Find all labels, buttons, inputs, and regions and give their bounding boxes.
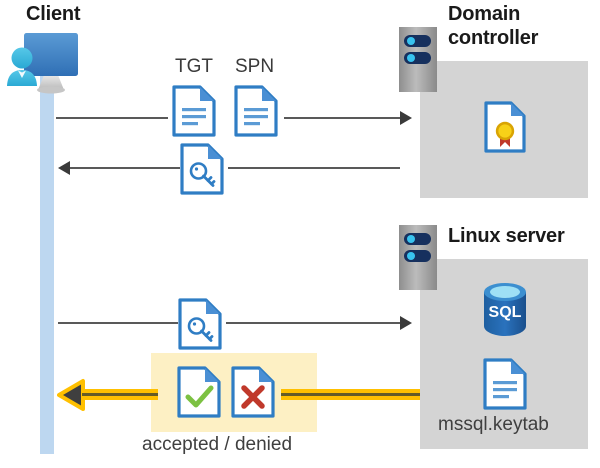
- msg-tgt-spn-line-right: [284, 117, 400, 119]
- client-computer-icon: [6, 28, 96, 103]
- msg-tgt-spn-line-left: [56, 117, 168, 119]
- domain-controller-title: Domain controller: [448, 3, 539, 49]
- keytab-document-icon: [483, 358, 527, 410]
- msg-ticket-presented-line-right: [226, 322, 400, 324]
- tgt-label: TGT: [175, 56, 213, 77]
- presented-ticket-key-document-icon: [178, 298, 222, 350]
- msg-tgt-spn-arrowhead: [400, 111, 412, 125]
- client-lifeline: [40, 72, 54, 454]
- service-ticket-key-document-icon: [180, 143, 224, 195]
- msg-auth-result-bar-left: [82, 389, 158, 400]
- client-title: Client: [26, 3, 81, 25]
- spn-label: SPN: [235, 56, 275, 77]
- sql-label: SQL: [489, 304, 522, 321]
- sql-database-icon: SQL: [481, 281, 529, 342]
- domain-controller-server-icon: [399, 27, 437, 97]
- linux-server-server-icon: [399, 225, 437, 295]
- msg-auth-result-bar-right: [281, 389, 420, 400]
- msg-ticket-presented-arrowhead: [400, 316, 412, 330]
- certificate-document-icon: [484, 101, 526, 153]
- accepted-denied-label: accepted / denied: [142, 434, 293, 455]
- keytab-filename-label: mssql.keytab: [438, 414, 549, 435]
- denied-x-document-icon: [231, 366, 275, 418]
- msg-ticket-presented-line-left: [58, 322, 178, 324]
- msg-service-ticket-arrowhead: [58, 161, 70, 175]
- linux-server-title: Linux server: [448, 225, 565, 247]
- accepted-check-document-icon: [177, 366, 221, 418]
- msg-service-ticket-line-left: [70, 167, 180, 169]
- msg-service-ticket-line-right: [228, 167, 400, 169]
- tgt-document-icon: [172, 85, 216, 137]
- spn-document-icon: [234, 85, 278, 137]
